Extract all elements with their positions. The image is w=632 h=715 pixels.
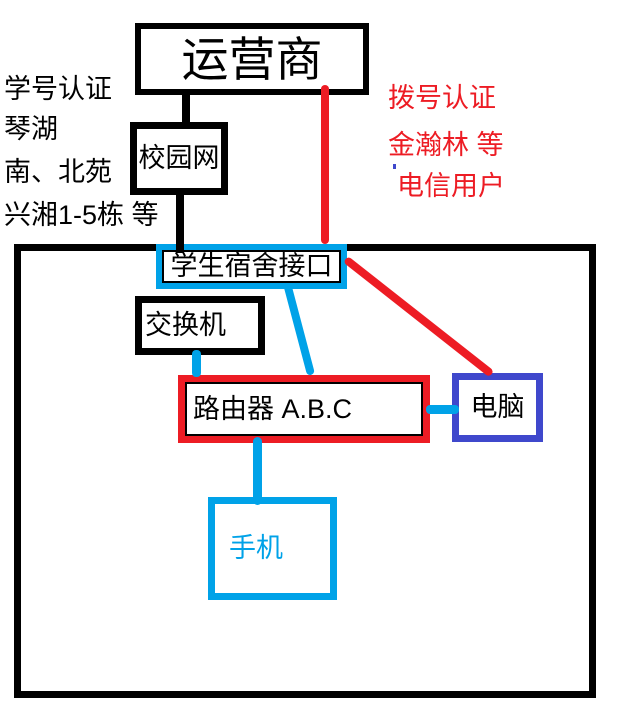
edge-switch-router-cyan <box>192 350 201 377</box>
note-xingxiang-buildings: 兴湘1-5栋 等 <box>4 200 159 230</box>
operator-node: 运营商 <box>135 23 369 95</box>
edge-campus-dorm-interface <box>176 195 184 253</box>
router-label: 路由器 A.B.C <box>193 393 353 424</box>
dorm-interface-inner-border <box>162 250 341 283</box>
stray-mark <box>393 164 396 169</box>
dorm-interface-node: 学生宿舍接口 <box>156 244 347 289</box>
edge-operator-dorm-red <box>321 85 329 244</box>
computer-label: 电脑 <box>470 392 525 422</box>
note-jinhanlin: 金瀚林 等 <box>388 130 504 160</box>
computer-node: 电脑 <box>452 373 543 442</box>
campus-network-label: 校园网 <box>138 143 220 173</box>
dorm-boundary-rect <box>14 244 596 698</box>
note-dialup-auth: 拨号认证 <box>388 83 496 113</box>
operator-label: 运营商 <box>181 32 323 86</box>
edge-operator-campus <box>182 90 190 124</box>
note-south-north-yuan: 南、北苑 <box>4 157 112 187</box>
router-inner-border <box>185 382 423 436</box>
note-qinhu: 琴湖 <box>4 114 58 144</box>
note-student-id-auth: 学号认证 <box>4 74 112 104</box>
phone-node: 手机 <box>208 497 337 600</box>
dorm-interface-label: 学生宿舍接口 <box>170 251 333 281</box>
campus-network-node: 校园网 <box>130 122 228 195</box>
edge-router-computer-cyan <box>426 405 459 414</box>
phone-label: 手机 <box>229 533 283 563</box>
note-telecom-users: 电信用户 <box>397 171 505 201</box>
switch-node: 交换机 <box>135 296 265 355</box>
edge-router-phone-cyan <box>253 437 262 505</box>
router-node: 路由器 A.B.C <box>178 375 430 443</box>
switch-label: 交换机 <box>145 310 226 340</box>
